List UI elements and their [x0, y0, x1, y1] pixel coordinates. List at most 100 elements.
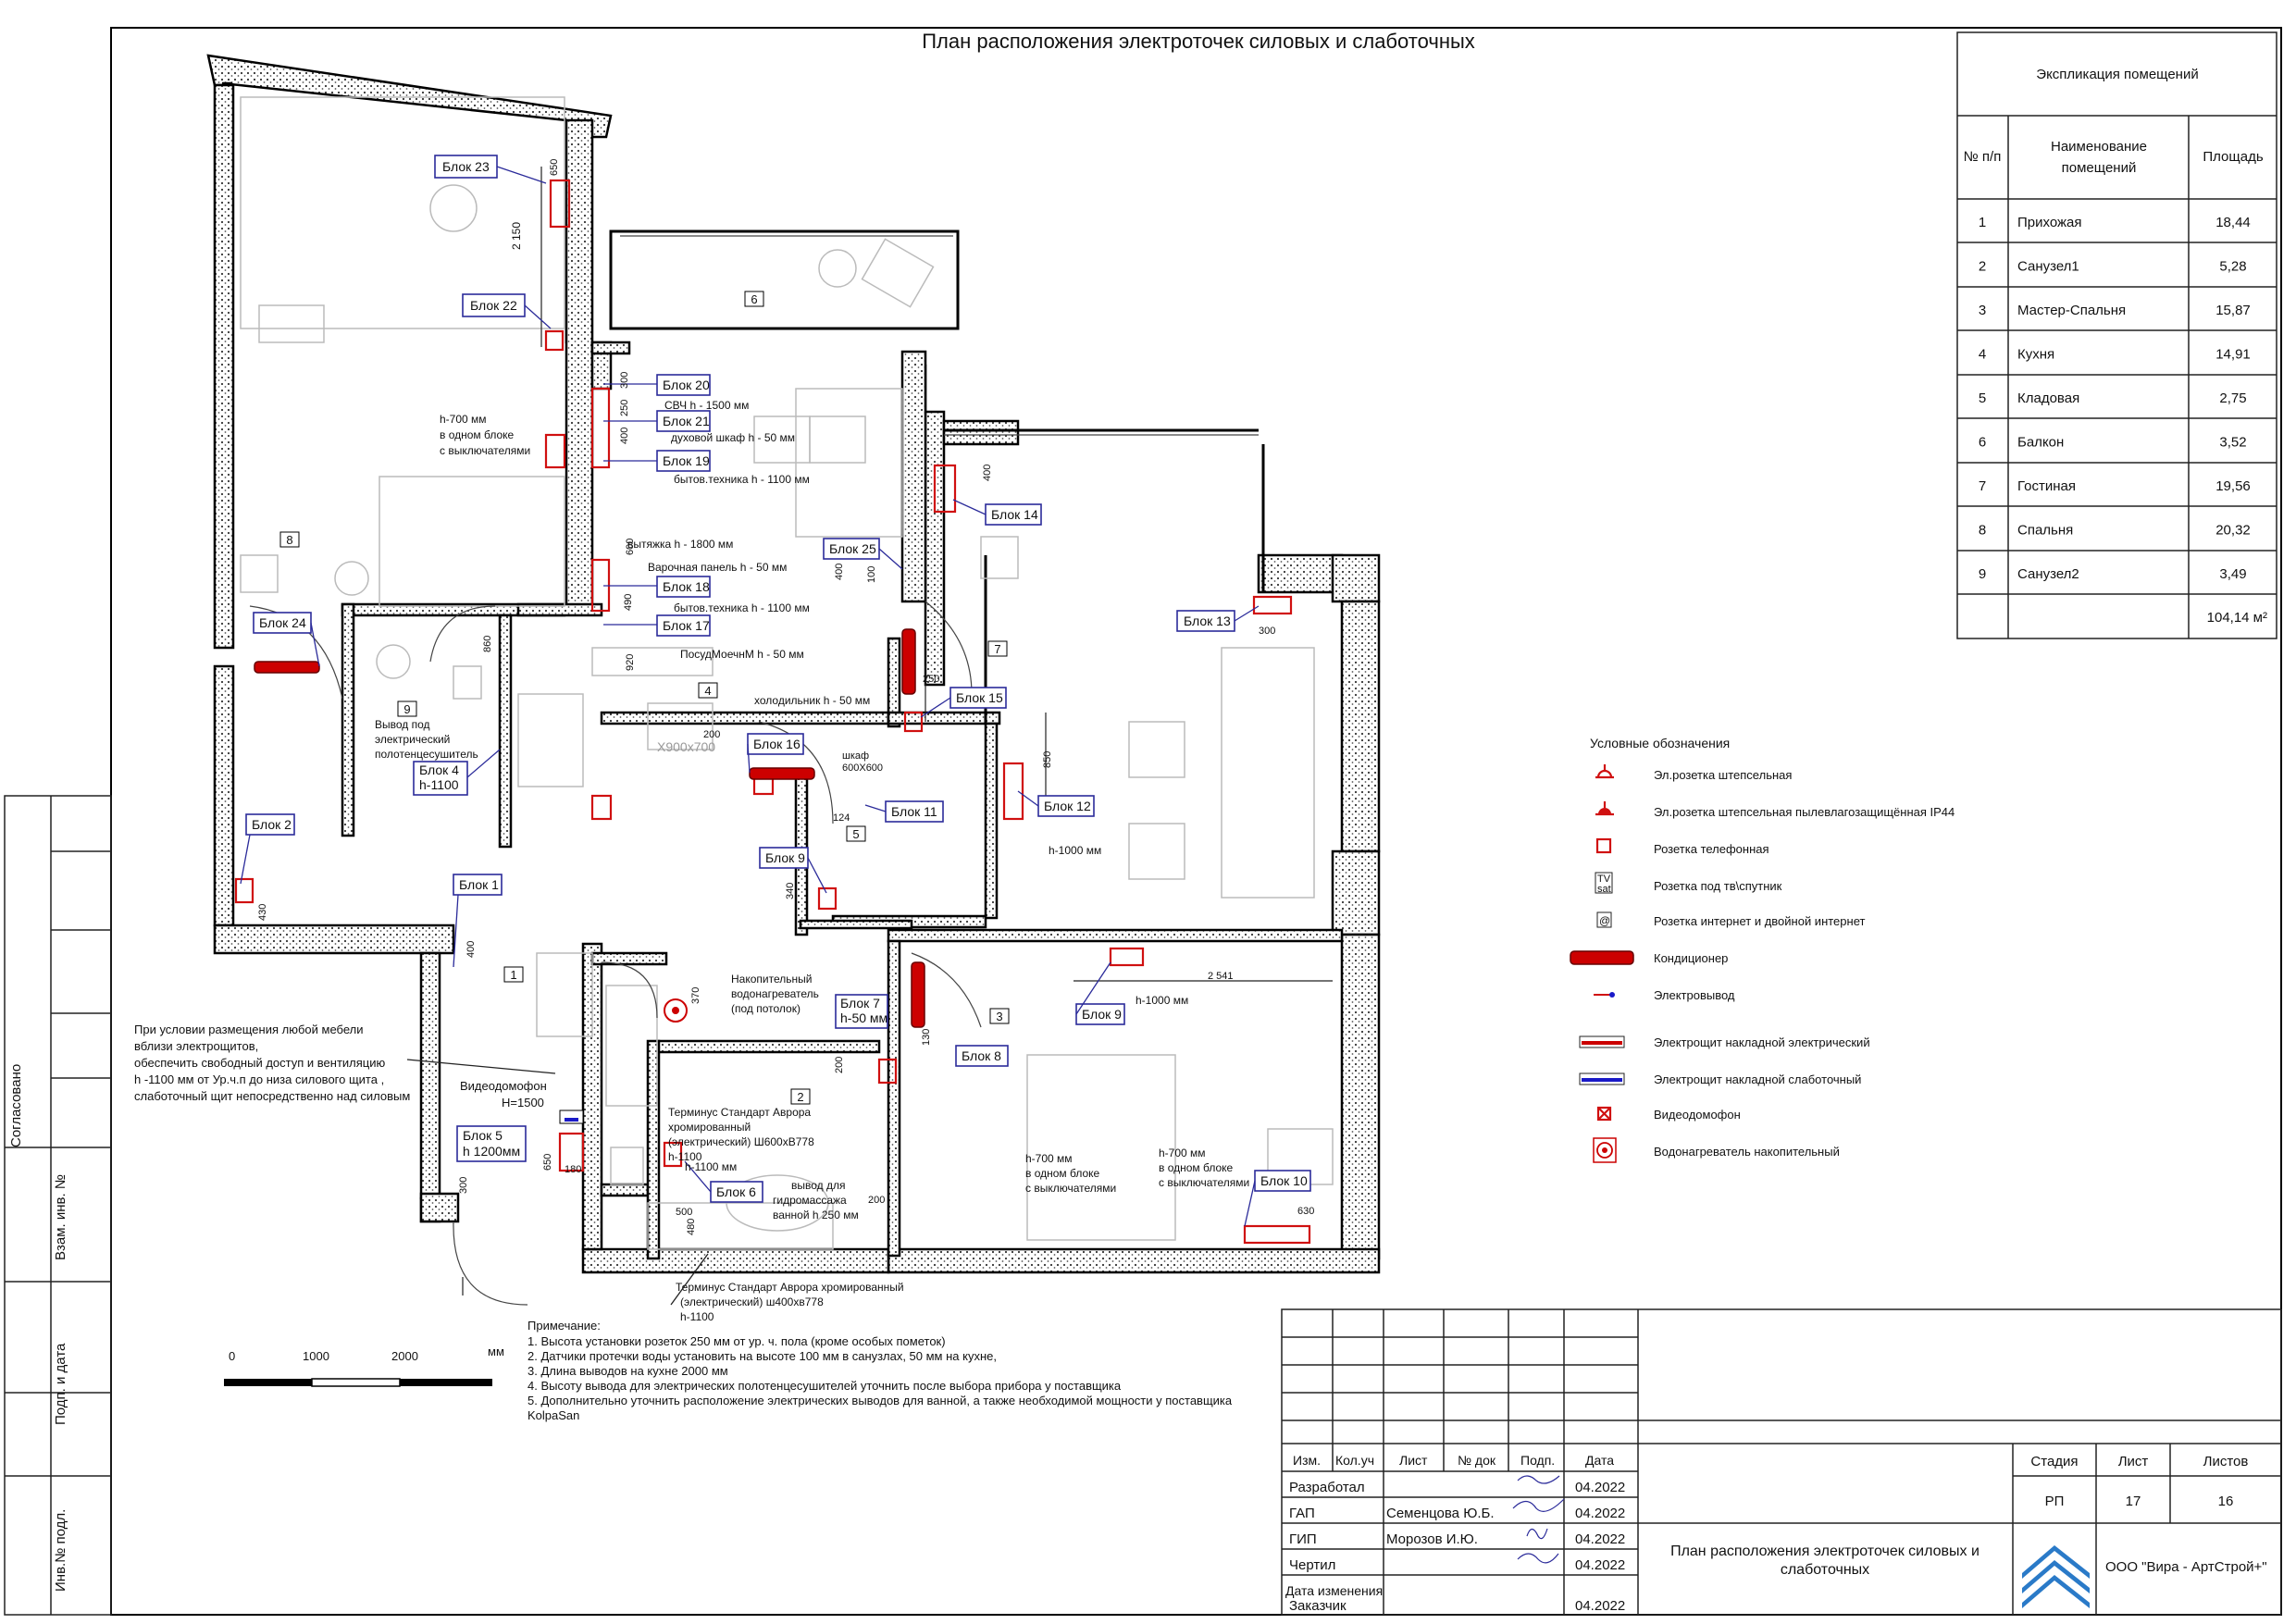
block-2-label: Блок 2 [252, 817, 292, 832]
room-number-1: 1 [510, 968, 516, 982]
note-dish: ПосудМоечнМ h - 50 мм [680, 648, 804, 661]
dim-630: 630 [1297, 1206, 1314, 1217]
rooms-table-total: 104,14 м² [2207, 610, 2267, 626]
dimensions [462, 167, 1333, 1295]
note-h1100: h-1100 мм [685, 1160, 737, 1173]
internet-socket-icon: @ [1596, 911, 1612, 928]
note-terminus2-1: Терминус Стандарт Аврора хромированный [676, 1281, 904, 1294]
dim-2150: 2 150 [510, 222, 523, 250]
scale-0: 0 [229, 1349, 235, 1363]
air-conditioner-icon [1570, 950, 1634, 965]
block-7-height: h-50 мм [840, 1010, 887, 1025]
note-towel-1: Вывод под [375, 718, 430, 731]
rooms-table-area-2: 5,28 [2219, 258, 2246, 274]
note-jacuzzi-1: вывод для [791, 1179, 846, 1192]
dim-200c: 200 [868, 1195, 885, 1206]
block-labels: Блок 23 Блок 22 Блок 20 Блок 21 Блок 19 … [240, 155, 1311, 1227]
doors [249, 601, 982, 1306]
dim-650b: 650 [542, 1154, 553, 1171]
floor-plan: 1 2 3 4 5 6 7 8 9 [206, 54, 1381, 1306]
note-mebel-5: слаботочный щит непосредственно над сило… [134, 1089, 410, 1103]
sheet-frame [110, 27, 2282, 1616]
stamp-vzam: Взам. инв. № [53, 1174, 68, 1260]
exterior-walls [206, 54, 1381, 1274]
note-heater-1: Накопительный [731, 973, 812, 986]
dim-600: 600 [625, 539, 636, 555]
dim-180: 180 [565, 1164, 581, 1175]
furniture [240, 96, 1334, 1250]
note-jacuzzi-2: гидромассажа [773, 1194, 847, 1207]
rooms-table-num-1: 1 [1979, 215, 1986, 230]
scale-bar: 0 1000 2000 мм [224, 1345, 504, 1387]
dim-430: 430 [257, 904, 268, 921]
note-terminus1-1: Терминус Стандарт Аврора [668, 1106, 811, 1119]
intercom-icon [1596, 1106, 1612, 1122]
note-bed-left-2: в одном блоке [440, 428, 515, 441]
block-5-label: Блок 5 [463, 1128, 503, 1143]
power-panel-icon [1579, 1035, 1625, 1048]
dim-860: 860 [482, 636, 493, 652]
tb-col-date: Дата [1585, 1453, 1614, 1468]
note-terminus1-2: хромированный [668, 1121, 751, 1134]
room-number-9: 9 [403, 702, 410, 716]
room-number-labels: 1 2 3 4 5 6 7 8 9 [279, 291, 1010, 1105]
note-terminus2-2: (электрический) ш400хв778 [680, 1295, 824, 1308]
socket-icon [1595, 764, 1614, 779]
rooms-table-area-6: 3,52 [2219, 434, 2246, 450]
power-outlet-icon [1594, 992, 1615, 998]
note-towel-3: полотенцесушитель [375, 748, 478, 761]
notes-line-5: 5. Дополнительно уточнить расположение э… [527, 1394, 1233, 1407]
notes-line-3: 3. Длина выводов на кухне 2000 мм [527, 1364, 728, 1378]
rooms-table-area-7: 19,56 [2215, 478, 2251, 494]
tb-name-2: Морозов И.Ю. [1386, 1531, 1478, 1547]
tb-stage-label: Стадия [2030, 1454, 2078, 1469]
tb-date-2: 04.2022 [1575, 1531, 1625, 1547]
stamp-soglasovano: Согласовано [8, 1064, 24, 1147]
dimension-labels: 650 2 150 300 250 400 400 490 600 920 86… [257, 159, 1314, 1235]
air-conditioner-2 [749, 767, 815, 780]
scale-unit: мм [488, 1345, 504, 1358]
legend-label-outlet: Электровывод [1654, 988, 1735, 1002]
note-terminus1-3: (электрический) Ш600хВ778 [668, 1135, 814, 1148]
dim-250b: 250 [923, 674, 939, 685]
note-mebel-3: обеспечить свободный доступ и вентиляцию [134, 1056, 385, 1070]
note-intercom-2: H=1500 [502, 1096, 544, 1110]
tb-col-doc: № док [1458, 1453, 1496, 1468]
air-conditioner-1 [254, 661, 320, 674]
rooms-table-num-8: 8 [1979, 522, 1986, 538]
rooms-table-col-area: Площадь [2203, 149, 2263, 165]
room-number-4: 4 [704, 684, 711, 698]
dim-480: 480 [686, 1219, 697, 1235]
tb-role-2: ГИП [1289, 1531, 1317, 1547]
note-intercom-1: Видеодомофон [460, 1079, 547, 1093]
block-15-label: Блок 15 [956, 690, 1003, 705]
room-number-5: 5 [852, 827, 859, 841]
note-bed-right-1: h-700 мм [1159, 1147, 1206, 1159]
note-cabinet-2: 600Х600 [842, 762, 883, 774]
block-13-label: Блок 13 [1184, 614, 1231, 628]
note-mebel-1: При условии размещения любой мебели [134, 1023, 363, 1036]
block-18-label: Блок 18 [663, 579, 710, 594]
tb-col-izm: Изм. [1293, 1453, 1321, 1468]
balcony-outline [609, 229, 960, 330]
tb-sheet: 17 [2126, 1494, 2141, 1509]
note-heater-2: водонагреватель [731, 987, 819, 1000]
note-h1000a: h-1000 мм [1049, 844, 1101, 857]
note-x900: Х900х700 [657, 739, 715, 754]
lowvoltage-panel-icon [1579, 1072, 1625, 1085]
rooms-table: Экспликация помещений № п/п Наименование… [1956, 31, 2277, 639]
rooms-table-col-name-1: Наименование [2051, 139, 2147, 155]
drawing-title: План расположения электроточек силовых и… [922, 30, 1475, 53]
dim-300c: 300 [1259, 626, 1275, 637]
block-17-label: Блок 17 [663, 618, 710, 633]
svg-text:TV: TV [1597, 874, 1611, 885]
note-bed-mid-2: в одном блоке [1025, 1167, 1100, 1180]
title-block: Изм. Кол.уч Лист № док Подп. Дата Разраб… [1281, 1308, 2282, 1616]
dim-200b: 200 [834, 1057, 845, 1073]
dim-400d: 400 [834, 564, 845, 580]
block-14-label: Блок 14 [991, 507, 1038, 522]
tb-company: ООО "Вира - АртСтрой+" [2105, 1559, 2267, 1575]
notes-line-2: 2. Датчики протечки воды установить на в… [527, 1349, 997, 1363]
tb-sheets-label: Листов [2203, 1454, 2249, 1469]
room-number-7: 7 [994, 642, 1000, 656]
